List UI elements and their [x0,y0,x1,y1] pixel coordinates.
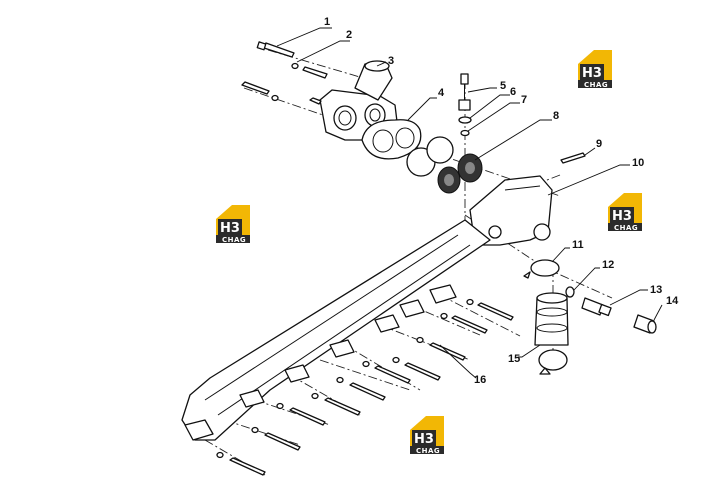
part-15-hose [534,292,569,375]
callout-3: 3 [388,55,394,67]
callout-16: 16 [474,374,486,386]
o-rings [406,136,454,177]
svg-text:CHAG: CHAG [416,447,440,455]
callout-7: 7 [521,94,527,106]
callout-15: 15 [508,353,520,365]
callout-8: 8 [553,110,559,122]
part-1-bolt [256,41,295,58]
callout-14: 14 [666,295,679,307]
svg-text:CHAG: CHAG [614,224,638,232]
callout-13: 13 [650,284,662,296]
housing-bolts [241,81,322,105]
water-manifold [181,219,491,441]
svg-text:H3: H3 [414,432,434,447]
callout-12: 12 [602,259,614,271]
svg-text:H3: H3 [612,209,632,224]
leader-lines [276,27,663,379]
watermark-logo: H3 CHAG [216,205,250,244]
part-12-washer [565,286,575,298]
part-13-fitting [581,297,612,317]
part-2-washer [291,62,328,79]
svg-text:CHAG: CHAG [222,236,246,244]
svg-text:H3: H3 [582,66,602,81]
svg-text:CHAG: CHAG [584,81,608,89]
part-4-gasket [361,119,422,160]
callout-1: 1 [324,16,330,28]
callout-5: 5 [500,80,506,92]
callout-6: 6 [510,86,516,98]
watermark-logo: H3 CHAG [410,416,444,455]
part-14-plug [633,314,657,334]
callout-10: 10 [632,157,644,169]
part-16-bolts [216,298,514,476]
callout-9: 9 [596,138,602,150]
watermark-logo: H3 CHAG [578,50,612,89]
watermark-logo: H3 CHAG [608,193,642,232]
part-10-outlet-elbow [469,175,553,246]
part-5-sensor [458,73,471,111]
thermostats [437,153,483,194]
part-6-nut [458,116,472,124]
callout-labels: 1 2 3 4 5 6 7 8 9 10 11 12 13 14 15 16 [324,16,679,386]
part-7-washer [460,129,470,137]
part-9-pin [560,152,586,164]
callout-2: 2 [346,29,352,41]
part-11-clamp [523,259,560,279]
callout-4: 4 [438,87,445,99]
callout-11: 11 [572,239,584,251]
svg-text:H3: H3 [220,221,240,236]
